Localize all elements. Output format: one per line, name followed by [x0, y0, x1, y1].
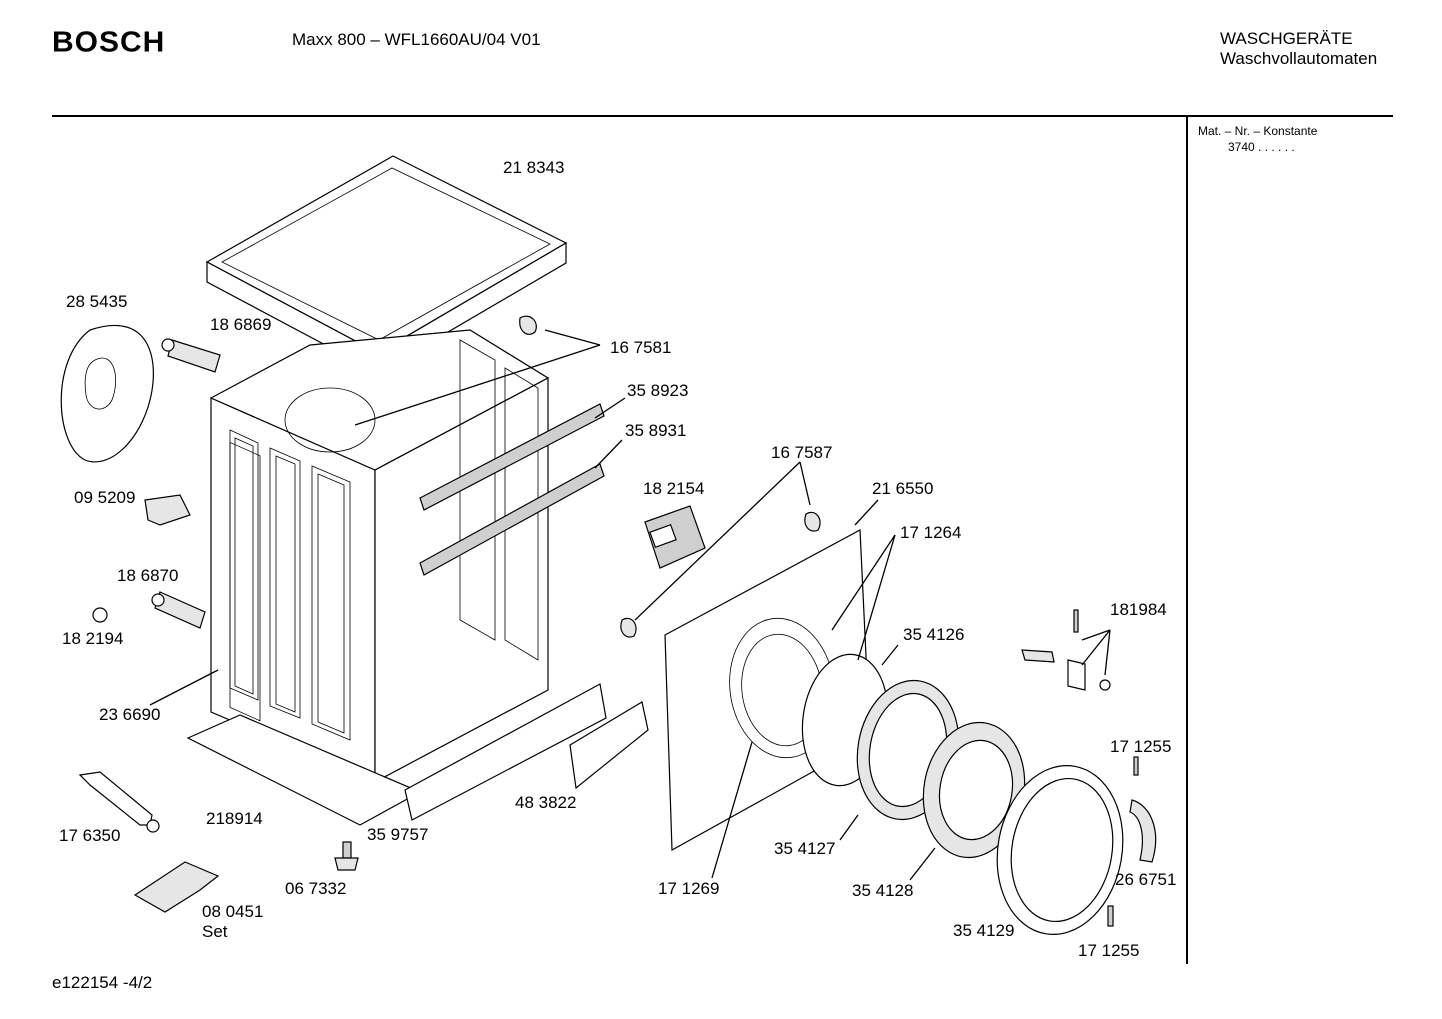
foot-set-part — [133, 861, 220, 913]
wrench-part — [78, 771, 153, 826]
brand-logo: BOSCH — [52, 26, 166, 59]
part-number-label: 17 1264 — [900, 523, 962, 542]
header-divider — [52, 115, 1393, 117]
part-number-label: 09 5209 — [74, 488, 136, 507]
part-set-label: Set — [202, 922, 228, 941]
part-number-label: 35 8923 — [627, 381, 689, 400]
clip-167587b-part — [620, 617, 637, 638]
part-number-label: 35 9757 — [367, 825, 429, 844]
part-number-label: 181984 — [1110, 600, 1167, 619]
part-number-label: 18 2154 — [643, 479, 705, 498]
part-number-label: 21 6550 — [872, 479, 934, 498]
part-number-label: 35 4128 — [852, 881, 914, 900]
cap-182194-part — [92, 607, 108, 623]
clip-167587a-part — [804, 511, 821, 532]
leader-lines — [149, 329, 1111, 881]
part-number-label: 35 4127 — [774, 839, 836, 858]
part-number-label: 18 2194 — [62, 629, 124, 648]
clip-167581-part — [519, 315, 537, 335]
part-number-label: 35 4129 — [953, 921, 1015, 940]
part-number-label: 18 6870 — [117, 566, 179, 585]
sidebar-divider — [1186, 117, 1188, 964]
part-number-label: 26 6751 — [1115, 870, 1177, 889]
part-number-label: 06 7332 — [285, 879, 347, 898]
shock-absorber-lower-part — [151, 591, 206, 629]
door-outer-ring-part — [996, 765, 1124, 935]
rear-panel-part — [60, 324, 154, 463]
part-number-label: 21 8343 — [503, 158, 565, 177]
kickplate-part — [404, 683, 607, 821]
screw-067332-part — [334, 841, 359, 871]
material-number-header: Mat. – Nr. – Konstante — [1198, 124, 1318, 138]
hinge-plate-part — [1067, 659, 1086, 691]
hinge-181984-part — [1021, 649, 1055, 663]
pin-171255-upper-part — [1133, 756, 1139, 776]
part-number-label: 17 1269 — [658, 879, 720, 898]
pin-171255-lower-part — [1107, 905, 1114, 927]
door-glass-part — [922, 721, 1026, 859]
part-number-label: 17 1255 — [1078, 941, 1140, 960]
part-number-label: 48 3822 — [515, 793, 577, 812]
part-number-label: 35 4126 — [903, 625, 965, 644]
part-number-label: 16 7581 — [610, 338, 672, 357]
part-number-label: 08 0451 — [202, 902, 264, 921]
part-number-label: 17 1255 — [1110, 737, 1172, 756]
cabinet-frame-part — [209, 329, 605, 783]
part-number-label: 16 7587 — [771, 443, 833, 462]
panel-483822-part — [569, 701, 649, 790]
part-number-label: 17 6350 — [59, 826, 121, 845]
part-number-label: 28 5435 — [66, 292, 128, 311]
shock-absorber-upper-part — [161, 338, 221, 373]
part-number-label: 218914 — [206, 809, 263, 828]
drawing-code: e122154 -4/2 — [52, 973, 153, 992]
wrench-ring-part — [146, 819, 160, 833]
part-number-label: 18 6869 — [210, 315, 272, 334]
material-number-value: 3740 . . . . . . — [1228, 140, 1295, 154]
door-lock-part — [644, 505, 706, 569]
screw-181984-part — [1099, 679, 1111, 691]
pin-181984-part — [1073, 609, 1079, 633]
door-handle-part — [1129, 799, 1157, 863]
bracket-095209-part — [144, 494, 191, 526]
part-number-label: 35 8931 — [625, 421, 687, 440]
category-title: WASCHGERÄTE — [1220, 29, 1353, 48]
part-number-label: 23 6690 — [99, 705, 161, 724]
model-title: Maxx 800 – WFL1660AU/04 V01 — [292, 30, 541, 49]
category-subtitle: Waschvollautomaten — [1220, 49, 1378, 68]
